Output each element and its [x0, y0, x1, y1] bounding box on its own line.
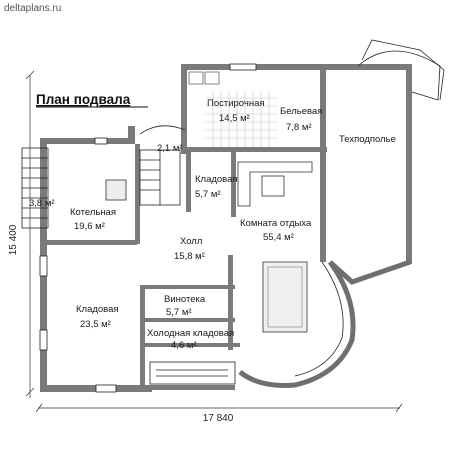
room-cold-storage-name: Холодная кладовая	[147, 328, 234, 339]
room-winery-area: 5,7 м²	[166, 307, 192, 318]
room-boiler-area: 19,6 м²	[74, 221, 105, 232]
dimension-height: 15 400	[8, 224, 19, 255]
room-storage-big-name: Кладовая	[76, 304, 119, 315]
dimension-lines	[25, 70, 403, 413]
room-storage-small-name: Кладовая	[195, 174, 238, 185]
room-linen-area: 7,8 м²	[286, 122, 312, 133]
room-hall-area: 15,8 м²	[174, 251, 205, 262]
main-staircase	[139, 125, 186, 206]
room-storage-small-area: 5,7 м²	[195, 189, 221, 200]
entrance-stair	[149, 361, 236, 385]
room-recreation-area: 55,4 м²	[263, 232, 294, 243]
windows	[39, 63, 257, 393]
room-linen-name: Бельевая	[280, 106, 322, 117]
bay-wall	[238, 260, 356, 388]
room-storage-big-area: 23,5 м²	[80, 319, 111, 330]
room-boiler-name: Котельная	[70, 207, 116, 218]
room-cold-storage-area: 4,6 м²	[171, 340, 197, 351]
furniture	[105, 71, 313, 333]
room-hall-name: Холл	[180, 236, 202, 247]
corner-bay-window	[357, 50, 441, 101]
corner-bay-window-outer	[361, 39, 445, 101]
room-laundry-area: 14,5 м²	[219, 113, 250, 124]
room-stairhall-area: 2,1 м²	[157, 143, 183, 154]
room-recreation-name: Комната отдыха	[240, 218, 312, 229]
room-laundry-name: Постирочная	[207, 98, 265, 109]
dimension-width: 17 840	[203, 413, 234, 424]
plan-title: План подвала	[36, 92, 131, 107]
room-winery-name: Винотека	[164, 294, 206, 305]
laundry-tile-floor	[205, 90, 278, 148]
left-staircase	[21, 147, 49, 229]
room-techfloor-name: Техподполье	[339, 134, 396, 145]
room-left-stair-area: 3,8 м²	[29, 198, 55, 209]
watermark: deltaplans.ru	[4, 3, 61, 14]
techfloor-diagonal-wall	[328, 259, 411, 285]
bay-window-inner	[294, 261, 344, 377]
